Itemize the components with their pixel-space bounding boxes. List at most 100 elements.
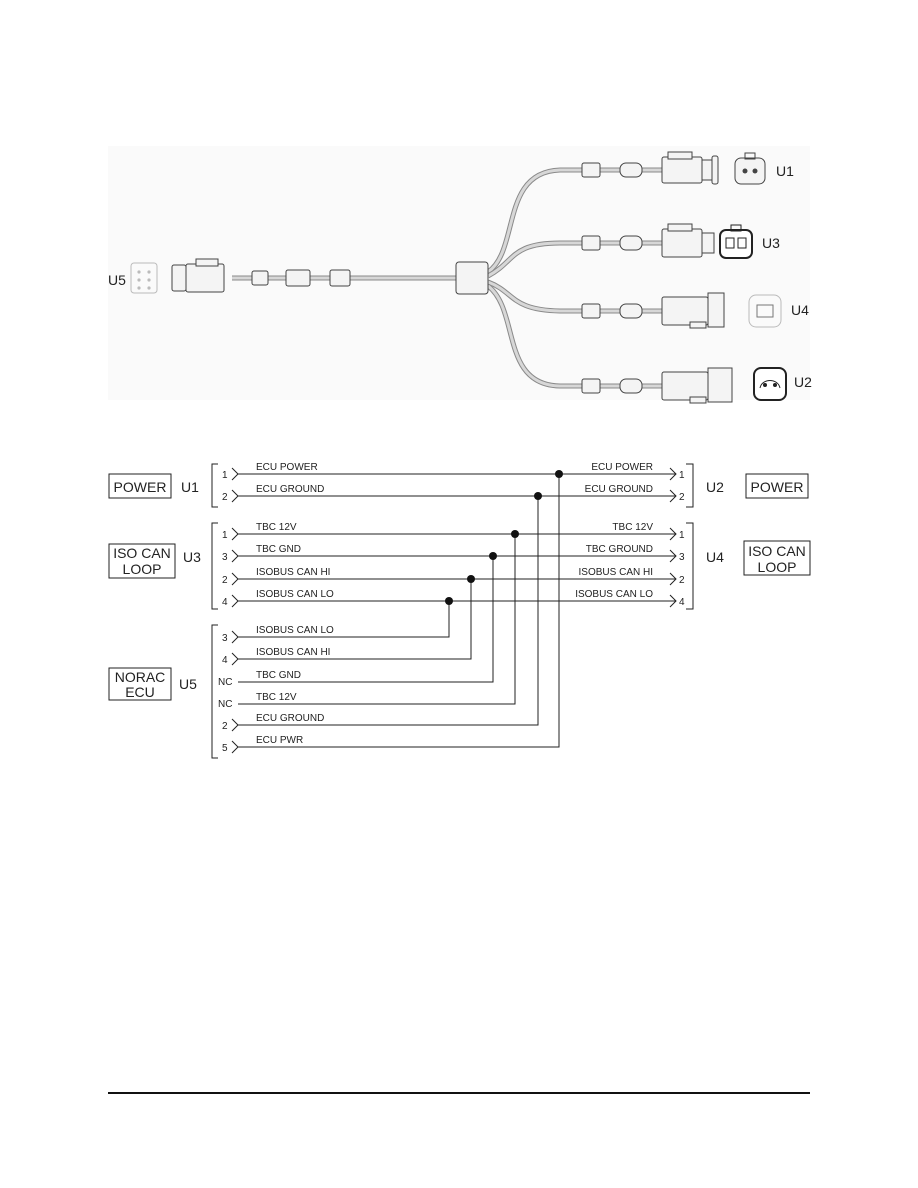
wire-label: ISOBUS CAN LO: [256, 589, 334, 600]
branch-sleeve: [619, 378, 643, 394]
schematic-u1-label: U1: [181, 479, 199, 495]
splice-dot: [555, 470, 563, 478]
connector-u4-label: U4: [791, 302, 809, 318]
wire-label: ECU POWER: [256, 462, 318, 473]
u2-pin: 2: [679, 492, 685, 503]
wire-label: ECU GROUND: [256, 484, 324, 495]
wire-u5-tbc-12v: [238, 530, 519, 705]
wire-label: TBC GND: [256, 544, 301, 555]
u5-pin: 5: [222, 743, 228, 754]
connector-u3-label: U3: [762, 235, 780, 251]
wire-label: TBC 12V: [612, 522, 653, 533]
connector-u3-body: [661, 223, 753, 259]
u4-pin: 2: [679, 575, 685, 586]
splice-dot: [489, 552, 497, 560]
wire-ecu-power: [231, 467, 677, 481]
wire-tbc-12v: [231, 527, 677, 541]
branch-sleeve: [619, 235, 643, 251]
connector-u1-body: [661, 151, 766, 185]
wire-label: TBC 12V: [256, 692, 297, 703]
wire-tbc-gnd: [231, 549, 677, 563]
trunk-sleeve: [329, 269, 351, 287]
u2-pin: 1: [679, 470, 685, 481]
splice-dot: [467, 575, 475, 583]
connector-u2-body: [661, 367, 787, 404]
wire-u5-isobus-can-lo: [231, 597, 453, 644]
harness-junction-block: [455, 261, 489, 295]
wire-label: ISOBUS CAN HI: [579, 567, 653, 578]
connector-u5-body: [130, 258, 225, 294]
bracket-u2: [686, 463, 694, 508]
wire-label: ECU POWER: [591, 462, 653, 473]
u5-pin: 2: [222, 721, 228, 732]
u4-pin: 4: [679, 597, 685, 608]
box-iso-can-loop-right: ISO CAN LOOP: [743, 540, 811, 576]
wire-label: ECU GROUND: [256, 713, 324, 724]
box-power-right-text: POWER: [751, 479, 804, 495]
wire-u5-ecu-pwr: [231, 470, 563, 754]
u4-pin: 1: [679, 530, 685, 541]
u1-pin: 2: [222, 492, 228, 503]
schematic: POWER POWER ISO CAN LOOP ISO CAN LOOP NO…: [108, 462, 811, 759]
u3-pin: 1: [222, 530, 228, 541]
wire-u5-tbc-gnd: [238, 552, 497, 683]
schematic-u4-label: U4: [706, 549, 724, 565]
harness-illustration: U1 U3 U4: [108, 146, 812, 404]
box-power-left-text: POWER: [114, 479, 167, 495]
u5-pin: 4: [222, 655, 228, 666]
wire-isobus-can-lo: [231, 594, 677, 608]
u3-pin: 3: [222, 552, 228, 563]
schematic-u2-label: U2: [706, 479, 724, 495]
box-norac-line1: NORAC: [115, 669, 166, 685]
wire-ecu-ground: [231, 489, 677, 503]
connector-u2-label: U2: [794, 374, 812, 390]
trunk-sleeve: [285, 269, 311, 287]
box-power-left: POWER: [108, 473, 172, 499]
splice-dot: [534, 492, 542, 500]
box-iso-left-line2: LOOP: [123, 561, 162, 577]
u5-pin: NC: [218, 699, 232, 710]
u3-pin: 4: [222, 597, 228, 608]
u5-pin: NC: [218, 677, 232, 688]
wire-label: TBC GROUND: [586, 544, 653, 555]
connector-u4-body: [661, 292, 782, 329]
wire-u5-isobus-can-hi: [231, 575, 475, 666]
u1-pin: 1: [222, 470, 228, 481]
trunk-sleeve: [251, 270, 269, 286]
box-norac-line2: ECU: [125, 684, 155, 700]
box-iso-can-loop-left: ISO CAN LOOP: [108, 543, 176, 579]
u5-pin: 3: [222, 633, 228, 644]
box-norac-ecu: NORAC ECU: [108, 667, 172, 701]
wire-u5-ecu-ground: [231, 492, 542, 732]
branch-sleeve: [581, 303, 601, 319]
wire-label: ECU PWR: [256, 735, 303, 746]
branch-sleeve: [581, 378, 601, 394]
wire-label: ISOBUS CAN LO: [256, 625, 334, 636]
wire-label: ISOBUS CAN HI: [256, 647, 330, 658]
u3-pin: 2: [222, 575, 228, 586]
branch-sleeve: [619, 303, 643, 319]
harness-branch-cables: [486, 167, 662, 389]
connector-u5-label: U5: [108, 272, 126, 288]
wire-label: ISOBUS CAN LO: [575, 589, 653, 600]
branch-sleeve: [581, 162, 601, 178]
box-iso-right-line2: LOOP: [758, 559, 797, 575]
bracket-u3: [211, 522, 218, 610]
u4-pin: 3: [679, 552, 685, 563]
box-power-right: POWER: [745, 473, 809, 499]
splice-dot: [511, 530, 519, 538]
box-iso-right-line1: ISO CAN: [748, 543, 806, 559]
bracket-u1: [211, 463, 218, 508]
schematic-u5-label: U5: [179, 676, 197, 692]
wire-label: TBC 12V: [256, 522, 297, 533]
bracket-u5: [211, 624, 218, 759]
splice-dot: [445, 597, 453, 605]
wire-label: TBC GND: [256, 670, 301, 681]
bracket-u4: [686, 522, 694, 610]
schematic-u3-label: U3: [183, 549, 201, 565]
wire-isobus-can-hi: [231, 572, 677, 586]
box-iso-left-line1: ISO CAN: [113, 545, 171, 561]
branch-sleeve: [581, 235, 601, 251]
wire-label: ECU GROUND: [585, 484, 653, 495]
